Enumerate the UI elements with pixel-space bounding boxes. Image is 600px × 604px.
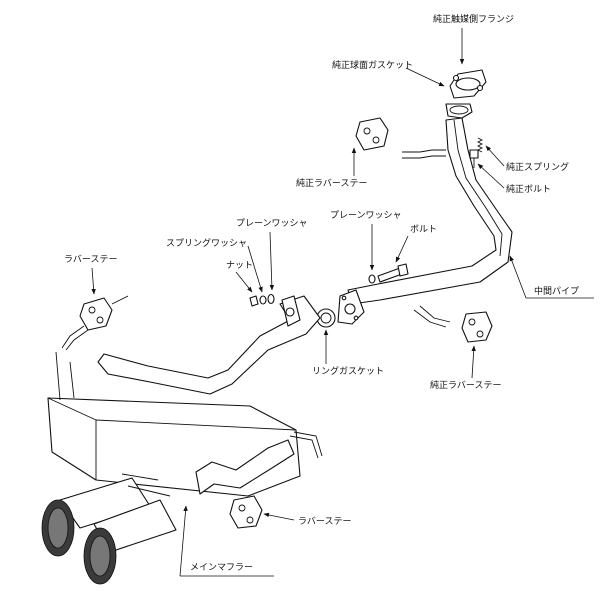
oem-bolt xyxy=(469,149,479,168)
oem-catalyst-flange xyxy=(449,69,487,99)
label-spring-washer: スプリングワッシャ xyxy=(166,237,247,249)
center-pipe xyxy=(337,117,513,328)
rubber-stay-oem-right xyxy=(461,311,493,343)
plain-washer-left xyxy=(267,293,275,305)
nut xyxy=(249,295,259,307)
label-nut: ナット xyxy=(226,260,253,271)
rubber-stay-bottom xyxy=(229,495,263,529)
label-oem-bolt: 純正ボルト xyxy=(506,183,551,195)
label-rubber-stay-oem-right: 純正ラバーステー xyxy=(430,379,501,391)
oem-spring xyxy=(476,137,484,153)
label-main-muffler: メインマフラー xyxy=(190,562,253,573)
label-rubber-stay-oem-top: 純正ラバーステー xyxy=(296,177,367,189)
main-muffler xyxy=(47,351,323,497)
muffler-inlet-pipe xyxy=(97,295,321,395)
label-rubber-stay-bottom: ラバーステー xyxy=(298,516,351,527)
label-plain-washer-right: プレーンワッシャ xyxy=(330,210,402,221)
bolt xyxy=(377,263,409,283)
label-bolt: ボルト xyxy=(410,224,437,235)
label-oem-catalyst-flange: 純正触媒側フランジ xyxy=(433,13,514,25)
label-oem-spring: 純正スプリング xyxy=(506,161,569,173)
label-center-pipe: 中間パイプ xyxy=(534,285,579,297)
label-plain-washer-left: プレーンワッシャ xyxy=(236,218,308,229)
oem-sphere-gasket xyxy=(445,103,473,119)
label-ring-gasket: リングガスケット xyxy=(312,365,384,377)
tailpipes xyxy=(41,473,177,585)
plain-washer-right xyxy=(368,274,376,284)
label-oem-sphere-gasket: 純正球面ガスケット xyxy=(332,59,413,71)
rubber-stay-oem-top xyxy=(355,117,389,151)
label-rubber-stay-left: ラバーステー xyxy=(64,254,117,265)
rubber-stay-left xyxy=(61,295,129,351)
spring-washer xyxy=(259,295,267,305)
